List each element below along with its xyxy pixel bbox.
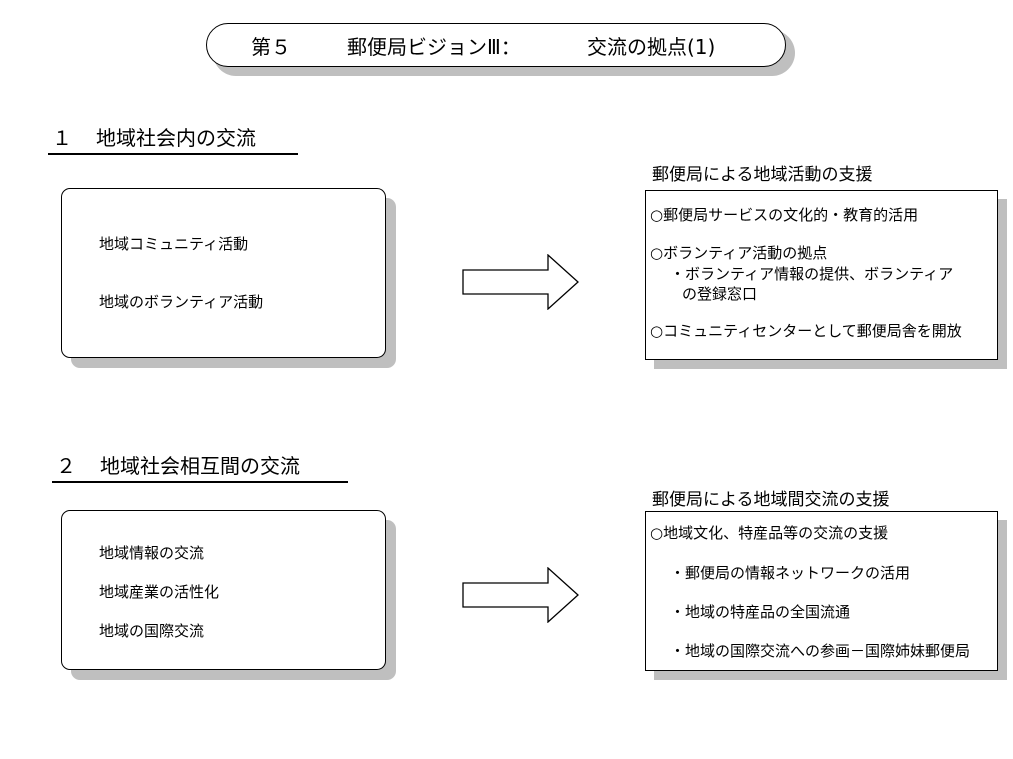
section1-right-item-2: ○ボランティア活動の拠点	[650, 244, 828, 262]
title-box: 第５ 郵便局ビジョンⅢ： 交流の拠点(1)	[206, 23, 786, 67]
section2-right-item-4: ・地域の国際交流への参画－国際姉妹郵便局	[670, 642, 971, 660]
section2-right-item-3: ・地域の特産品の全国流通	[670, 603, 851, 621]
section1-left-item-1: 地域コミュニティ活動	[99, 235, 249, 253]
section2-heading-text: 地域社会相互間の交流	[100, 454, 300, 478]
section1-right-item-4: の登録窓口	[682, 285, 758, 303]
section1-right-item-3: ・ボランティア情報の提供、ボランティア	[670, 265, 954, 283]
section2-left-item-3: 地域の国際交流	[99, 622, 205, 640]
section2-number: ２	[56, 454, 76, 478]
section1-arrow-icon	[462, 254, 579, 310]
section1-left-item-2: 地域のボランティア活動	[99, 293, 264, 311]
section2-right-box: ○地域文化、特産品等の交流の支援 ・郵便局の情報ネットワークの活用 ・地域の特産…	[645, 511, 998, 671]
title-sub: 交流の拠点(1)	[587, 34, 716, 59]
section1-heading-text: 地域社会内の交流	[96, 126, 256, 150]
section2-left-item-1: 地域情報の交流	[99, 544, 205, 562]
section1-heading: １ 地域社会内の交流	[48, 122, 298, 155]
section1-right-caption: 郵便局による地域活動の支援	[652, 165, 873, 185]
section1-right-item-5: ○コミュニティセンターとして郵便局舎を開放	[650, 322, 962, 340]
section1-left-box: 地域コミュニティ活動 地域のボランティア活動	[61, 188, 386, 358]
section2-heading: ２ 地域社会相互間の交流	[52, 450, 348, 483]
section2-left-item-2: 地域産業の活性化	[99, 583, 220, 601]
section2-left-box: 地域情報の交流 地域産業の活性化 地域の国際交流	[61, 510, 386, 670]
title-main: 郵便局ビジョンⅢ：	[347, 34, 521, 59]
section1-right-box: ○郵便局サービスの文化的・教育的活用 ○ボランティア活動の拠点 ・ボランティア情…	[645, 190, 998, 360]
section2-right-item-1: ○地域文化、特産品等の交流の支援	[650, 524, 889, 542]
section2-right-caption: 郵便局による地域間交流の支援	[652, 490, 890, 510]
title-number: 第５	[251, 34, 291, 59]
section2-right-item-2: ・郵便局の情報ネットワークの活用	[670, 564, 911, 582]
section2-arrow-icon	[462, 567, 579, 623]
section1-right-item-1: ○郵便局サービスの文化的・教育的活用	[650, 206, 919, 224]
section1-number: １	[52, 126, 72, 150]
